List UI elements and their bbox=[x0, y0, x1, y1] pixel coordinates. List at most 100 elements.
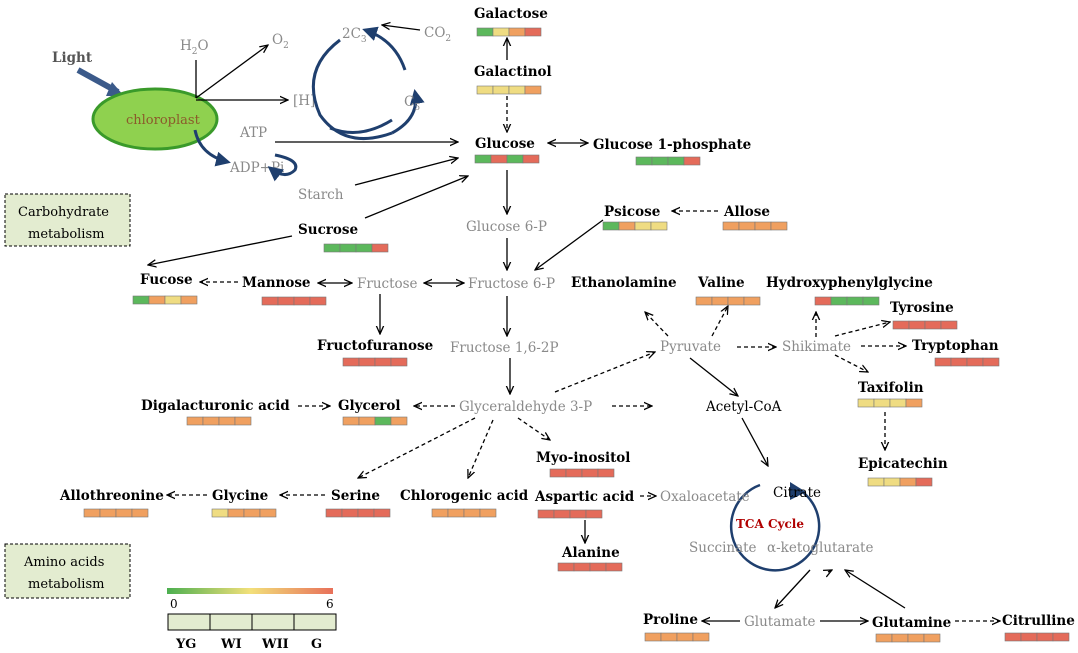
digalacturonic-cell-3 bbox=[218, 416, 236, 426]
tca-label: TCA Cycle bbox=[736, 517, 804, 531]
glycerol-cell-1 bbox=[342, 416, 360, 426]
glucose1p-cell-1 bbox=[635, 156, 653, 166]
sucrose-cell-4 bbox=[371, 243, 389, 253]
hydroxyphenylglycine-cell-3 bbox=[846, 296, 864, 306]
tca-arrowhead-icon bbox=[790, 482, 806, 500]
psicose-cell-3 bbox=[634, 221, 652, 231]
alanine-label: Alanine bbox=[561, 545, 620, 561]
tryptophan-cell-1 bbox=[934, 357, 952, 367]
taxifolin-cell-2 bbox=[873, 398, 891, 408]
alanine-heatmap-bar bbox=[557, 562, 623, 572]
glycerol-cell-2 bbox=[358, 416, 376, 426]
allothreonine-cell-4 bbox=[131, 508, 149, 518]
psicose-cell-4 bbox=[650, 221, 668, 231]
epicatechin-cell-4 bbox=[915, 477, 933, 487]
metabolites: Galactose Galactinol Glucose Glucose 1-p… bbox=[59, 6, 1075, 631]
glucose1p-cell-4 bbox=[683, 156, 701, 166]
myoinositol-label: Myo-inositol bbox=[536, 450, 630, 466]
tryptophan-cell-4 bbox=[982, 357, 1000, 367]
alanine-cell-4 bbox=[605, 562, 623, 572]
sucrose-cell-3 bbox=[355, 243, 373, 253]
g3p-label: Glyceraldehyde 3-P bbox=[459, 399, 592, 415]
aspartic-cell-1 bbox=[537, 509, 555, 519]
adp-cycle-arrow bbox=[193, 129, 231, 167]
citrulline-cell-4 bbox=[1052, 632, 1070, 642]
galactose-cell-2 bbox=[492, 27, 510, 37]
serine-cell-4 bbox=[373, 508, 391, 518]
valine-label: Valine bbox=[697, 275, 745, 291]
glucose-heatmap-bar bbox=[474, 154, 540, 164]
allothreonine-heatmap-bar bbox=[83, 508, 149, 518]
chlorogenic-cell-4 bbox=[479, 508, 497, 518]
adp-return-arrow bbox=[267, 153, 298, 182]
stage-label-yg: YG bbox=[175, 637, 196, 652]
glycerol-cell-3 bbox=[374, 416, 392, 426]
fucose-cell-1 bbox=[132, 295, 150, 305]
myoinositol-cell-4 bbox=[597, 468, 615, 478]
glutamine-cell-2 bbox=[891, 633, 909, 643]
valine-cell-4 bbox=[743, 296, 761, 306]
valine-cell-1 bbox=[695, 296, 713, 306]
digalacturonic-label: Digalacturonic acid bbox=[141, 398, 290, 414]
mannose-cell-3 bbox=[293, 296, 311, 306]
proline-cell-1 bbox=[644, 632, 662, 642]
tyrosine-cell-4 bbox=[940, 320, 958, 330]
aspartic-heatmap-bar bbox=[537, 509, 603, 519]
amino-acids-metabolism-box: Amino acids metabolism bbox=[4, 543, 131, 599]
serine-cell-2 bbox=[341, 508, 359, 518]
proline-heatmap-bar bbox=[644, 632, 710, 642]
chloroplast-shape bbox=[91, 87, 219, 151]
proline-cell-2 bbox=[660, 632, 678, 642]
o2-label: O2 bbox=[272, 32, 289, 51]
svg-text:metabolism: metabolism bbox=[28, 227, 104, 242]
valine-cell-3 bbox=[727, 296, 745, 306]
myoinositol-cell-1 bbox=[549, 468, 567, 478]
chlorogenic-heatmap-bar bbox=[431, 508, 497, 518]
tyrosine-label: Tyrosine bbox=[890, 300, 954, 316]
hydroxyphenylglycine-cell-4 bbox=[862, 296, 880, 306]
sucrose-cell-2 bbox=[339, 243, 357, 253]
taxifolin-cell-4 bbox=[905, 398, 923, 408]
h2o-label: H2O bbox=[180, 38, 209, 57]
mannose-cell-2 bbox=[277, 296, 295, 306]
glutamine-label: Glutamine bbox=[872, 615, 951, 631]
stage-label-wi: WI bbox=[220, 637, 242, 652]
epicatechin-cell-3 bbox=[899, 477, 917, 487]
stage-label-wii: WII bbox=[261, 637, 289, 652]
svg-text:metabolism: metabolism bbox=[28, 577, 104, 592]
taxifolin-label: Taxifolin bbox=[858, 380, 924, 396]
light-label: Light bbox=[52, 50, 93, 66]
calvin-right-arc bbox=[391, 89, 425, 135]
allothreonine-cell-2 bbox=[99, 508, 117, 518]
aspartic-cell-3 bbox=[569, 509, 587, 519]
fucose-heatmap-bar bbox=[132, 295, 198, 305]
scale-min-label: 0 bbox=[170, 597, 178, 611]
tca-circle bbox=[729, 483, 821, 572]
chlorogenic-cell-3 bbox=[463, 508, 481, 518]
galactose-cell-4 bbox=[524, 27, 542, 37]
myoinositol-heatmap-bar bbox=[549, 468, 615, 478]
fructose6p-label: Fructose 6-P bbox=[468, 276, 555, 292]
taxifolin-cell-3 bbox=[889, 398, 907, 408]
glycerol-label: Glycerol bbox=[338, 398, 401, 414]
mannose-heatmap-bar bbox=[261, 296, 327, 306]
glycine-cell-4 bbox=[259, 508, 277, 518]
proline-label: Proline bbox=[643, 612, 698, 628]
tyrosine-cell-1 bbox=[892, 320, 910, 330]
atp-label: ATP bbox=[239, 125, 267, 141]
ethanolamine-label: Ethanolamine bbox=[571, 275, 677, 291]
proline-cell-4 bbox=[692, 632, 710, 642]
valine-heatmap-bar bbox=[695, 296, 761, 306]
chlorogenic-cell-1 bbox=[431, 508, 449, 518]
akg-label: α-ketoglutarate bbox=[767, 540, 873, 556]
galactinol-cell-2 bbox=[492, 85, 510, 95]
digalacturonic-cell-2 bbox=[202, 416, 220, 426]
glycine-cell-3 bbox=[243, 508, 261, 518]
calvin-left-arc bbox=[311, 38, 393, 141]
mannose-label: Mannose bbox=[242, 275, 311, 291]
galactinol-cell-1 bbox=[476, 85, 494, 95]
galactinol-heatmap-bar bbox=[476, 85, 542, 95]
glycine-cell-1 bbox=[211, 508, 229, 518]
alanine-cell-1 bbox=[557, 562, 575, 572]
aspartic-label: Aspartic acid bbox=[534, 489, 635, 505]
